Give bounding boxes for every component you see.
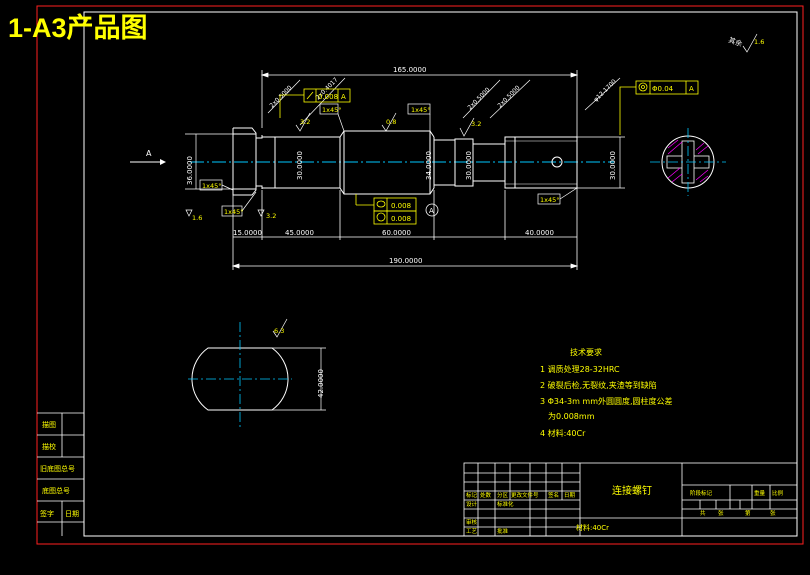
dim-15-text: 15.0000 (233, 229, 262, 237)
side-strip-item: 日期 (65, 510, 79, 518)
tb-row: 工艺 (466, 528, 478, 535)
roughness-symbol-icon (185, 209, 193, 217)
end-view (650, 128, 726, 196)
inner-frame (83, 11, 798, 537)
tech-item: 4 材料:40Cr (540, 428, 586, 438)
leader-l3: 2x0.5000 (466, 86, 491, 111)
roughness-r2: 0.8 (386, 118, 396, 126)
tol3-value: 0.008 (391, 215, 411, 223)
runout-symbol-icon (306, 91, 314, 100)
tech-item: 3 Φ34-3m mm外圆圆度,圆柱度公差 (540, 396, 673, 406)
tolerance-frame-1 (279, 88, 351, 118)
corner-note: 其余 (727, 35, 743, 48)
dim-165-text: 165.0000 (393, 66, 426, 74)
roughness-r7: 3.2 (266, 212, 276, 220)
section-view (188, 322, 326, 430)
dia-30a-text: 30.0000 (296, 151, 304, 180)
tb-sheet: 张 (770, 509, 776, 517)
chamfer-c4: 1x45° (224, 208, 244, 216)
side-strip-item: 底图总号 (42, 486, 70, 495)
tb-sheet: 张 (718, 509, 724, 517)
leader-l4: 2x0.5000 (496, 84, 521, 109)
roughness-r4: 6.3 (274, 327, 284, 335)
tb-row: 标准化 (497, 500, 514, 508)
leader-l5: φ12.1700 (592, 78, 617, 103)
roughness-symbol-icon (742, 33, 758, 53)
tb-sign: 标记 (466, 491, 478, 499)
chamfer-c2: 1x45° (411, 106, 431, 114)
tb-row: 审核 (466, 518, 478, 526)
svg-text:A: A (146, 149, 152, 158)
tech-item: 2 破裂后检,无裂纹,夹渣等到缺陷 (540, 380, 657, 390)
tol4-datum: A (689, 85, 694, 93)
dia-30c-text: 30.0000 (609, 151, 617, 180)
tech-item: 为0.008mm (548, 411, 595, 421)
tol4-value: Φ0.04 (652, 85, 674, 93)
datum-a-arrow: A (130, 149, 166, 165)
dia-34-text: 34.0000 (425, 151, 433, 180)
tol1-datum: A (341, 93, 346, 101)
tb-row: 批准 (497, 527, 509, 535)
tech-item: 1 调质处理28-32HRC (540, 364, 620, 374)
title-block (463, 462, 798, 537)
tol2-value: 0.008 (391, 202, 411, 210)
roughness-r5: 3.2 (471, 120, 481, 128)
tb-sign: 处数 (480, 491, 492, 499)
side-strip-item: 描校 (42, 442, 56, 451)
roughness-symbol-icon (459, 117, 475, 137)
chamfer-c5: 1x45° (540, 196, 560, 204)
roughness-r3: 1.6 (754, 38, 764, 46)
shaft-view (190, 127, 614, 196)
roughness-r1: 3.2 (300, 118, 310, 126)
roughness-symbol-icon (295, 112, 311, 132)
tolerance-frame-2 (355, 194, 417, 225)
side-strip (37, 412, 84, 536)
tb-right: 比例 (772, 489, 784, 497)
tb-sheet: 第 (745, 509, 751, 517)
roughness-symbol-icon (381, 112, 397, 132)
dia-36-text: 36.0000 (186, 156, 194, 185)
tb-sheet: 共 (700, 509, 706, 517)
tb-sign: 签名 (548, 491, 559, 499)
dim-45-text: 45.0000 (285, 229, 314, 237)
tb-sign: 日期 (564, 492, 576, 499)
tb-right: 重量 (754, 489, 766, 497)
section-dim-text: 42.0000 (317, 369, 325, 398)
roughness-symbol-icon (257, 209, 265, 217)
svg-text:A: A (429, 207, 434, 215)
tb-sign: 更改文件号 (511, 491, 539, 499)
tb-right: 阶段标记 (690, 489, 713, 497)
side-strip-item: 旧底图总号 (40, 464, 75, 473)
dim-lower (231, 188, 579, 270)
datum-a2: A (425, 203, 439, 217)
tol1-value: 0.008 (318, 93, 338, 101)
dim-165 (260, 70, 579, 137)
dia-30b-text: 30.0000 (465, 151, 473, 180)
tech-requirements: 技术要求 1 调质处理28-32HRC 2 破裂后检,无裂纹,夹渣等到缺陷 3 … (540, 347, 673, 438)
outer-frame (36, 5, 804, 545)
roughness-r6: 1.6 (192, 214, 202, 222)
dim-60-text: 60.0000 (382, 229, 411, 237)
leader-l1: 2x0.5000 (268, 84, 293, 109)
roughness-symbol-icon (272, 318, 288, 338)
chamfer-c1: 1x45° (322, 106, 342, 114)
tech-heading: 技术要求 (570, 347, 602, 357)
side-strip-item: 签字 (40, 509, 54, 518)
tb-row: 设计 (466, 500, 478, 508)
dim-40-text: 40.0000 (525, 229, 554, 237)
page-title: 1-A3产品图 (8, 13, 148, 43)
side-strip-item: 描图 (42, 420, 56, 429)
part-name: 连接螺钉 (612, 484, 652, 497)
tb-sign: 分区 (497, 491, 509, 499)
tolerance-frame-4 (619, 80, 699, 135)
chamfer-c3: 1x45° (202, 182, 222, 190)
dim-190-text: 190.0000 (389, 257, 422, 265)
material: 材料:40Cr (576, 523, 609, 532)
